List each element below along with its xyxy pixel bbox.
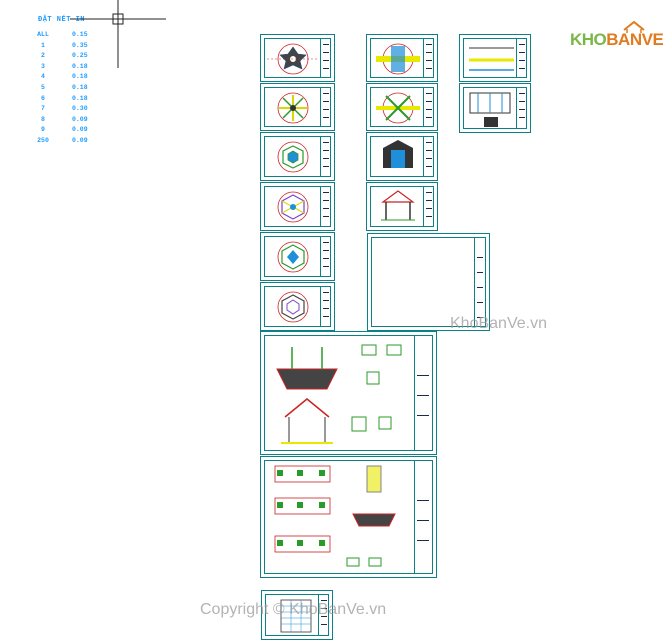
crosshair-cursor-icon	[70, 0, 166, 68]
elevation-drawing-2	[381, 190, 415, 221]
detail-drawing-2	[469, 92, 511, 127]
elevation-drawing-1	[383, 140, 413, 168]
rafter-plan-drawing	[376, 92, 420, 124]
detail-drawing-1	[469, 47, 514, 71]
khobanve-logo: KHOBANVE	[570, 20, 663, 55]
lineweight-value: 0.09	[72, 126, 88, 134]
lineweight-key: 250	[37, 137, 49, 144]
lineweight-key: 6	[41, 94, 45, 102]
lineweight-key: ALL	[37, 31, 49, 38]
lineweight-value: 0.25	[72, 52, 88, 60]
foundation-drawing	[274, 465, 396, 567]
lineweight-value: 0.15	[72, 31, 88, 38]
hexagon-plan-drawing-1	[277, 141, 309, 173]
lineweight-table-title: ĐẶT NÉT IN	[38, 16, 86, 24]
drawing-sheet-4[interactable]	[260, 182, 335, 231]
lineweight-value: 0.18	[72, 62, 88, 70]
drawing-sheet-11[interactable]	[459, 34, 531, 82]
hexagon-plan-drawing-4	[277, 291, 309, 323]
lineweight-key: 9	[41, 126, 45, 134]
roof-plan-drawing	[267, 43, 319, 75]
copyright-text: Copyright © KhoBanVe.vn	[200, 601, 387, 618]
logo-text: KHOBANVE	[570, 30, 663, 49]
lineweight-value: 0.18	[72, 73, 88, 81]
hexagon-plan-drawing-2	[277, 191, 309, 223]
framing-plan-drawing	[277, 92, 309, 124]
blank-sheet[interactable]	[367, 233, 490, 331]
lineweight-key: 8	[41, 115, 45, 123]
lineweight-key: 2	[41, 52, 45, 60]
drawing-sheet-10[interactable]	[366, 182, 438, 231]
schedule-table-drawing	[280, 599, 312, 633]
lineweight-value: 0.18	[72, 94, 88, 102]
beam-plan-drawing	[376, 43, 420, 75]
lineweight-value: 0.30	[72, 105, 88, 113]
lineweight-value: 0.35	[72, 41, 88, 49]
drawing-sheet-9[interactable]	[366, 132, 438, 181]
lineweight-key: 5	[41, 84, 45, 91]
drawing-sheet-3[interactable]	[260, 132, 335, 181]
lineweight-key: 1	[41, 41, 45, 49]
lineweight-key: 3	[41, 62, 45, 70]
lineweight-value: 0.09	[72, 115, 88, 123]
lineweight-key: 7	[41, 105, 45, 113]
lineweight-key: 4	[41, 73, 45, 81]
lineweight-value: 0.09	[72, 137, 88, 144]
drawing-sheet-8[interactable]	[366, 83, 438, 131]
drawing-sheet-12[interactable]	[459, 83, 531, 133]
drawing-sheet-foundation[interactable]	[260, 456, 437, 578]
drawing-sheet-schedule[interactable]	[261, 590, 333, 640]
drawing-sheet-section[interactable]	[260, 331, 437, 455]
lineweight-value: 0.18	[72, 84, 88, 91]
hexagon-plan-drawing-3	[277, 241, 309, 273]
drawing-sheet-1[interactable]	[260, 34, 335, 82]
drawing-sheet-2[interactable]	[260, 83, 335, 131]
drawing-sheet-7[interactable]	[366, 34, 438, 82]
drawing-sheet-5[interactable]	[260, 232, 335, 281]
section-drawing	[276, 344, 402, 444]
drawing-sheet-6[interactable]	[260, 282, 335, 331]
watermark-text: KhoBanVe.vn	[450, 315, 547, 332]
